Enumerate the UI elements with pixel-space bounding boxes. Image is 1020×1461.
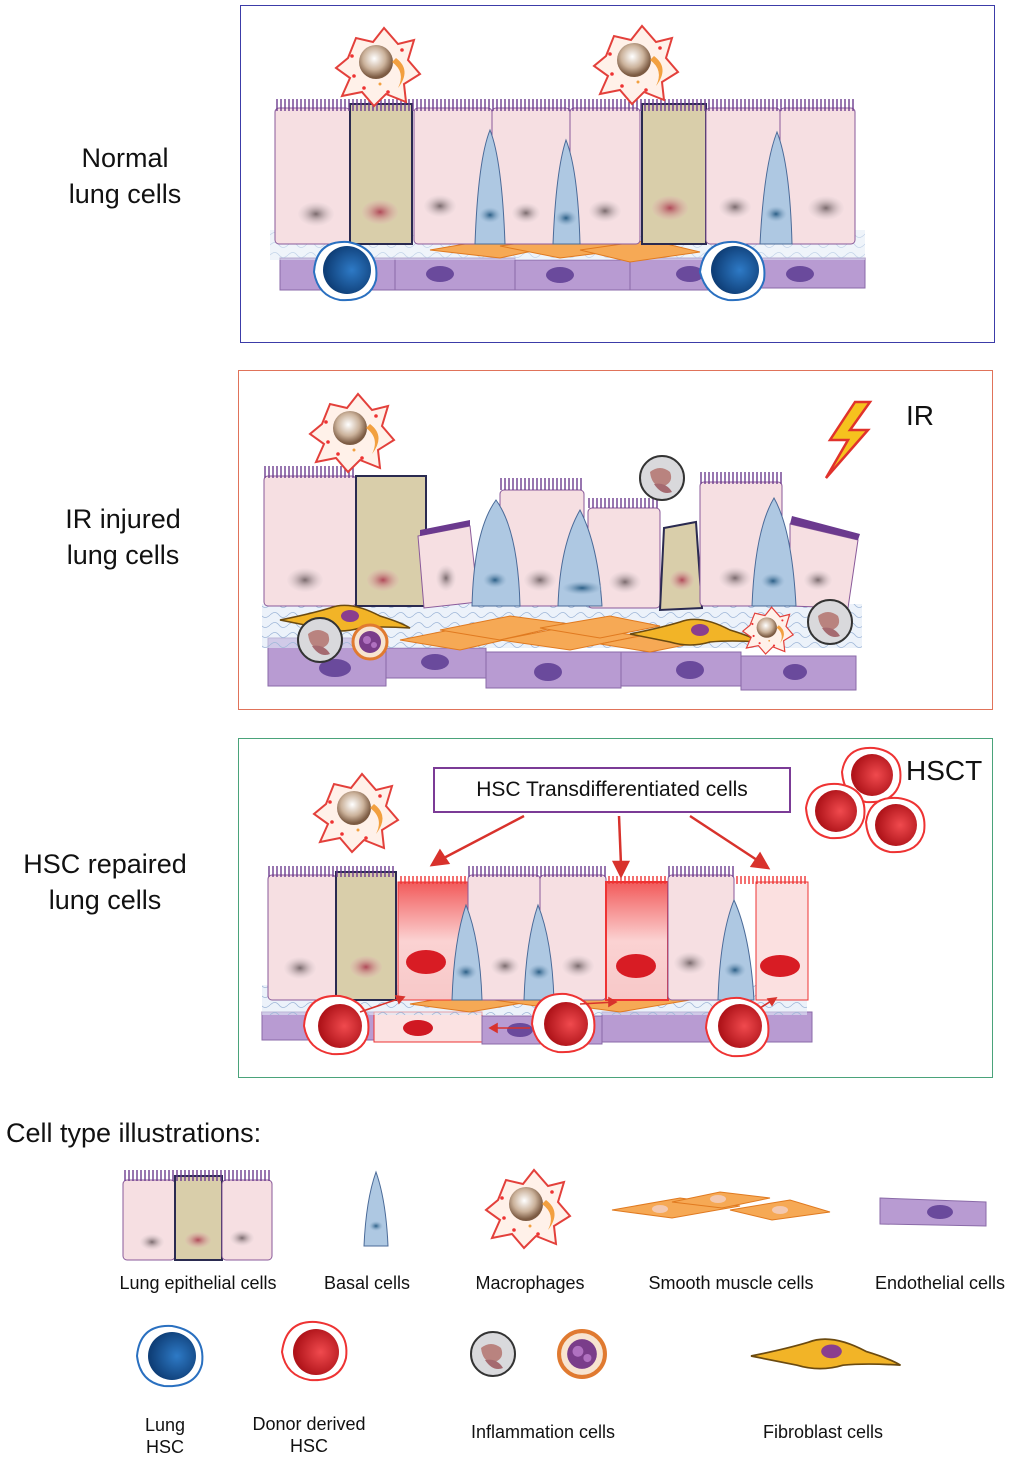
injured-endothelial-layer [267, 637, 857, 691]
legend-fibroblast-icon [750, 1338, 902, 1370]
repaired-panel [238, 738, 993, 1078]
injured-label: IR injured lung cells [28, 501, 218, 573]
transdifferentiated-callout-text: HSC Transdifferentiated cells [476, 778, 748, 801]
legend-epithelial-icon [122, 1170, 273, 1261]
normal-lung-hsc [312, 240, 766, 302]
injured-epithelium [263, 466, 860, 612]
injured-label-line2: lung cells [66, 540, 180, 570]
repaired-tissue [261, 746, 926, 1058]
injured-tissue [262, 393, 873, 691]
legend-macrophage-label: Macrophages [475, 1273, 585, 1293]
legend-donor-hsc-line2: HSC [289, 1436, 328, 1456]
legend-endothelial-label: Endothelial cells [874, 1273, 1006, 1293]
hsct-donor-cells [804, 746, 926, 854]
legend-smooth-muscle-label: Smooth muscle cells [648, 1273, 814, 1293]
legend-basal-label: Basal cells [323, 1273, 411, 1293]
legend-macrophage-icon [485, 1169, 571, 1249]
legend-neutrophil-icon [559, 1331, 605, 1377]
legend-lung-hsc-line2: HSC [145, 1437, 184, 1457]
transdifferentiated-callout: HSC Transdifferentiated cells [433, 767, 791, 813]
legend-endothelial-icon [879, 1197, 987, 1227]
legend-icons [122, 1169, 987, 1388]
legend-basal-icon [363, 1170, 389, 1247]
legend-donor-hsc-icon [280, 1320, 348, 1382]
normal-label-line1: Normal [81, 143, 169, 173]
legend-fibroblast-label: Fibroblast cells [762, 1422, 884, 1442]
repaired-label-line2: lung cells [48, 885, 162, 915]
hsct-tag: HSCT [906, 755, 983, 786]
normal-panel [240, 5, 995, 343]
repaired-donor-hsc [302, 992, 770, 1058]
repaired-label: HSC repaired lung cells [5, 846, 205, 918]
legend-lung-hsc-line1: Lung [144, 1415, 186, 1435]
legend-smooth-muscle-icon [611, 1191, 831, 1221]
repaired-label-line1: HSC repaired [23, 849, 187, 879]
legend-inflammation-label: Inflammation cells [470, 1422, 616, 1442]
legend-title: Cell type illustrations: [6, 1118, 262, 1148]
legend-lung-hsc-icon [135, 1324, 204, 1388]
normal-label: Normal lung cells [30, 140, 220, 212]
legend-donor-hsc-label: Donor derived HSC [234, 1413, 384, 1457]
legend-epithelial-label: Lung epithelial cells [119, 1273, 277, 1293]
normal-label-line2: lung cells [68, 179, 182, 209]
injured-label-line1: IR injured [65, 504, 181, 534]
legend-lung-hsc-label: Lung HSC [120, 1414, 210, 1458]
normal-epithelium [274, 99, 856, 245]
normal-tissue [270, 25, 866, 302]
ir-tag: IR [906, 400, 934, 431]
legend-inflammation-icon [470, 1331, 516, 1377]
legend-donor-hsc-line1: Donor derived [252, 1414, 366, 1434]
repaired-epithelium [267, 866, 809, 1001]
radiation-bolt-icon [824, 400, 873, 479]
injured-panel [238, 370, 993, 710]
callout-arrows [429, 814, 771, 879]
